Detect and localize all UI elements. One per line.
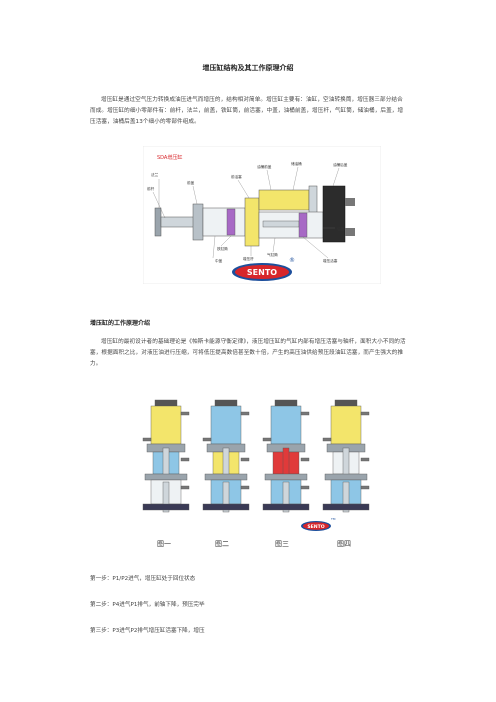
base-flange [142,503,190,511]
output-rod [222,481,230,513]
sento-logo-small: SENTO TM [301,517,336,531]
port-p4 [322,437,332,442]
step-2: 第二步：P4进气P1排气，前轴下降，预压完毕 [90,602,205,608]
caption-fig1: 图一 [157,540,171,548]
port-p1 [240,411,250,416]
label-boost-piston: 增压活塞 [323,258,338,263]
port-p3 [360,485,370,490]
principle-paragraph: 增压缸的最初设计者的基础理论是《帕斯卡能源守衡定律》，液压增压缸的气缸内部有增压… [90,339,406,367]
output-rod [342,481,350,513]
section-heading: 增压缸的工作原理介绍 [90,320,151,327]
label-iron-tube: 铁缸筒 [217,246,228,251]
tm-mark: TM [330,517,336,521]
port-p2 [360,457,370,462]
label-front-cover: 前盖 [187,180,195,185]
label-reservoir-front-cover: 油桶前盖 [257,164,272,169]
port-p2 [180,457,190,462]
port-p1 [300,411,310,416]
label-reservoir: 储油桶 [291,161,302,166]
boost-rod [282,447,290,479]
label-rear-cover: 后盖 [337,226,345,231]
lower-plate [144,473,188,481]
port-p3 [300,485,310,490]
base-flange [322,503,370,511]
label-flange: 法兰 [151,172,159,177]
page-title: 增压缸结构及其工作原理介绍 [202,64,294,72]
port-p2 [300,457,310,462]
label-middle-cover-low: 中盖 [215,258,223,263]
structure-diagram: SDA增压缸 [143,146,381,284]
boost-rod [222,447,230,479]
port-p1 [360,411,370,416]
caption-fig3: 图三 [275,540,289,548]
port-p4 [142,437,152,442]
label-air-tube: 气缸筒 [267,252,278,257]
output-rod [162,481,170,513]
cylinder-state-3 [262,399,310,513]
diagram-banner: SDA增压缸 [157,154,182,161]
boost-rod [342,447,350,479]
port-p1 [180,411,190,416]
svg-text:SENTO: SENTO [247,268,277,277]
registered-mark: ® [289,257,295,264]
base-flange [262,503,310,511]
port-p2 [240,457,250,462]
label-reservoir-rear-cover: 油桶后盖 [333,162,348,167]
caption-fig2: 图二 [215,540,229,548]
port-p3 [240,485,250,490]
intro-paragraph: 增压缸是通过空气压力转换成油压进气而增压的，结构相对简单。增压缸主要有：油缸，空… [90,97,404,125]
upper-chamber [210,405,242,445]
upper-chamber [150,405,182,445]
output-rod [282,481,290,513]
cylinder-state-4 [322,399,370,513]
boost-rod [162,447,170,479]
upper-chamber [270,405,302,445]
step-3: 第三步：P3进气P2排气增压缸活塞下降，增压 [90,628,205,634]
svg-text:SENTO: SENTO [307,524,324,530]
working-states-diagram: SENTO TM 图一 图二 图三 图四 [135,398,379,548]
lower-plate [264,473,308,481]
sento-logo: SENTO ® [232,257,295,281]
top-cap [214,399,238,407]
caption-fig4: 图四 [337,540,351,548]
step-1: 第一步：P1/P2进气，增压缸处于回位状态 [90,576,196,582]
port-p3 [180,485,190,490]
top-cap [154,399,178,407]
upper-chamber [330,405,362,445]
cylinder-state-1 [142,399,190,513]
lower-plate [324,473,368,481]
port-p4 [202,437,212,442]
label-boost-rod: 增压杆 [243,256,254,261]
lower-plate [204,473,248,481]
port-p4 [262,437,272,442]
base-flange [202,503,250,511]
cylinder-state-2 [202,399,250,513]
label-front-rod: 前杆 [147,186,155,191]
label-front-piston: 前活塞 [231,174,242,179]
top-cap [334,399,358,407]
top-cap [274,399,298,407]
